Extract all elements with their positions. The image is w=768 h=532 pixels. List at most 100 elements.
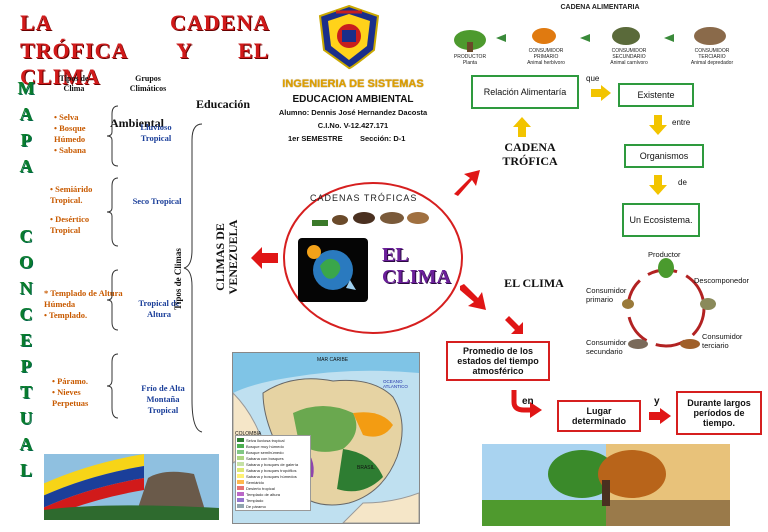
vertical-title-letter: U [19, 408, 33, 428]
clima-type-item: • Nieves Perpetuas [52, 387, 89, 408]
el-clima-center-label: EL CLIMA [382, 244, 451, 288]
university-seal-logo [316, 4, 382, 70]
legend-label: Sabana y bosques tropófilos [246, 467, 297, 473]
title-word-la: LA [20, 10, 53, 35]
legend-swatch [237, 468, 244, 472]
connector-y: y [654, 396, 660, 407]
legend-label: Bosque muy húmedo [246, 443, 284, 449]
yellow-up-arrow [513, 117, 531, 137]
vertical-title-letter: C [19, 304, 33, 324]
legend-swatch [237, 438, 244, 442]
yellow-down-arrow-2 [649, 175, 667, 195]
legend-label: Selva lluviosa tropical [246, 437, 285, 443]
map-legend-item: Templado [237, 497, 309, 503]
clima-type-item: • Selva [54, 112, 79, 122]
legend-swatch [237, 456, 244, 460]
lower-right-red-arrow [460, 284, 486, 310]
map-legend-item: Desierto tropical [237, 485, 309, 491]
legend-swatch [237, 498, 244, 502]
vertical-title-letter: E [19, 330, 32, 350]
map-legend-item: Sabana con bosques [237, 455, 309, 461]
ambiental-word: Ambiental [110, 116, 164, 130]
connector-que: que [586, 74, 600, 83]
lugar-determinado-box: Lugar determinado [557, 400, 641, 432]
clima-type-list-3: * Templado de Altura Húmeda • Templado. [44, 288, 124, 321]
venezuela-flag-landscape-image [44, 454, 219, 520]
cycle-secondary-label: Consumidor secundario [586, 338, 627, 356]
connector-entre: entre [672, 118, 691, 127]
clima-type-list-2: • Semiárido Tropical. • Desértico Tropic… [50, 184, 114, 236]
legend-swatch [237, 450, 244, 454]
clima-type-list-4: • Páramo. • Nieves Perpetuas [52, 376, 116, 409]
climate-group-4: Frío de Alta Montaña Tropical [141, 383, 185, 415]
id-label: C.I.No. V-12.427.171 [317, 121, 389, 130]
map-legend-item: De páramo [237, 503, 309, 509]
cadenas-troficas-label: CADENAS TRÓFICAS [310, 193, 418, 203]
career-label: INGENIERIA DE SISTEMAS [282, 78, 424, 90]
yellow-right-arrow [591, 85, 611, 101]
legend-label: De páramo [246, 503, 266, 509]
ecosistema-box: Un Ecosistema. [622, 203, 700, 237]
clima-types-header: Tipos de Clima [59, 74, 89, 93]
clima-type-item: * Templado de Altura Húmeda [44, 288, 123, 309]
title-word-trofica: TRÓFICA [20, 38, 129, 63]
clima-type-item: • Templado. [44, 310, 88, 320]
vertical-title-letter: L [19, 460, 32, 480]
legend-label: Desierto tropical [246, 485, 275, 491]
vertical-title-letter: N [19, 278, 33, 298]
climate-groups-header: Grupos Climáticos [129, 74, 167, 93]
red-curved-arrow [511, 390, 542, 418]
legend-label: Semiárido [246, 479, 265, 485]
el-clima-branch-label: EL CLIMA [504, 276, 564, 290]
table-braces [106, 105, 203, 433]
vertical-title-letter: A [19, 434, 33, 454]
central-circle [283, 182, 463, 334]
earth-climate-image [298, 238, 368, 302]
map-ocean-label: OCEANO ATLANTICO [383, 379, 408, 389]
educacion-word: Educación [196, 97, 251, 111]
existente-box: Existente [618, 83, 694, 107]
title-word-y: Y [176, 38, 193, 63]
vertical-title-letter: C [19, 226, 33, 246]
cycle-productor-label: Productor [648, 250, 681, 259]
map-legend-item: Bosque semihúmedo [237, 449, 309, 455]
map-legend-item: Templado de altura [237, 491, 309, 497]
connector-en: en [522, 396, 534, 407]
organismos-box: Organismos [624, 144, 704, 168]
semester-label: 1er SEMESTRE [288, 134, 343, 143]
map-colombia-label: COLOMBIA [235, 431, 262, 437]
clima-type-list-1: • Selva • Bosque Húmedo • Sabana [54, 112, 114, 156]
title-word-el: EL [238, 38, 270, 63]
climate-group-1: Lluvioso Tropical [140, 122, 172, 143]
seasons-landscape-image [482, 444, 730, 526]
vertical-title-letter: P [20, 130, 32, 150]
food-chain-image-title: CADENA ALIMENTARIA [560, 4, 640, 11]
cadena-trofica-label: CADENA TRÓFICA [502, 140, 558, 168]
legend-swatch [237, 486, 244, 490]
student-label: Alumno: Dennis José Hernandez Dacosta [278, 108, 428, 117]
legend-label: Sabana y bosques de galería [246, 461, 299, 467]
title-word-cadena: CADENA [170, 10, 271, 35]
climate-group-3: Tropical de Altura [138, 298, 180, 319]
cycle-tertiary-label: Consumidor terciario [702, 332, 743, 350]
relacion-alimentaria-box: Relación Alimentaría [471, 75, 579, 109]
legend-swatch [237, 462, 244, 466]
legend-label: Bosque semihúmedo [246, 449, 284, 455]
vertical-title-letter: A [19, 156, 33, 176]
legend-swatch [237, 492, 244, 496]
climate-group-2: Seco Tropical [132, 196, 182, 206]
legend-swatch [237, 474, 244, 478]
clima-type-item: • Bosque Húmedo [54, 123, 86, 144]
legend-label: Sabana con bosques [246, 455, 284, 461]
tipos-de-climas-label: Tipos de Climas [173, 248, 183, 310]
left-red-arrow [251, 247, 278, 269]
legend-label: Sabana y bosques húmedos [246, 473, 297, 479]
legend-swatch [237, 504, 244, 508]
title-word-clima: CLIMA [20, 64, 101, 89]
map-legend-item: Semiárido [237, 479, 309, 485]
vertical-title-letter: M [17, 78, 35, 98]
